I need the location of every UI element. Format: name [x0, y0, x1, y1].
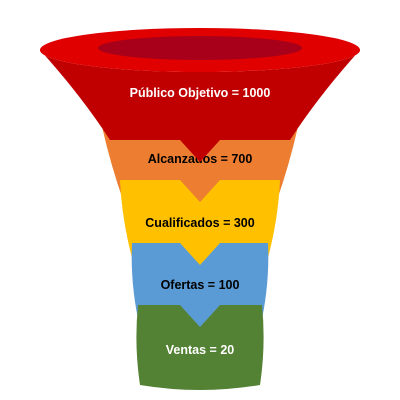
funnel-stage-publico-objetivo	[40, 50, 360, 162]
funnel-stage-shape	[40, 50, 360, 162]
funnel-stage-ventas: Ventas = 20	[136, 305, 264, 390]
funnel-stage-label: Cualificados = 300	[145, 216, 254, 230]
funnel-stage-shape	[136, 305, 264, 390]
funnel-rim-inner	[98, 36, 302, 60]
funnel-stage-label: Ventas = 20	[166, 343, 234, 357]
funnel-stage-label: Ofertas = 100	[161, 278, 240, 292]
funnel-stage-label: Público Objetivo = 1000	[130, 86, 271, 100]
